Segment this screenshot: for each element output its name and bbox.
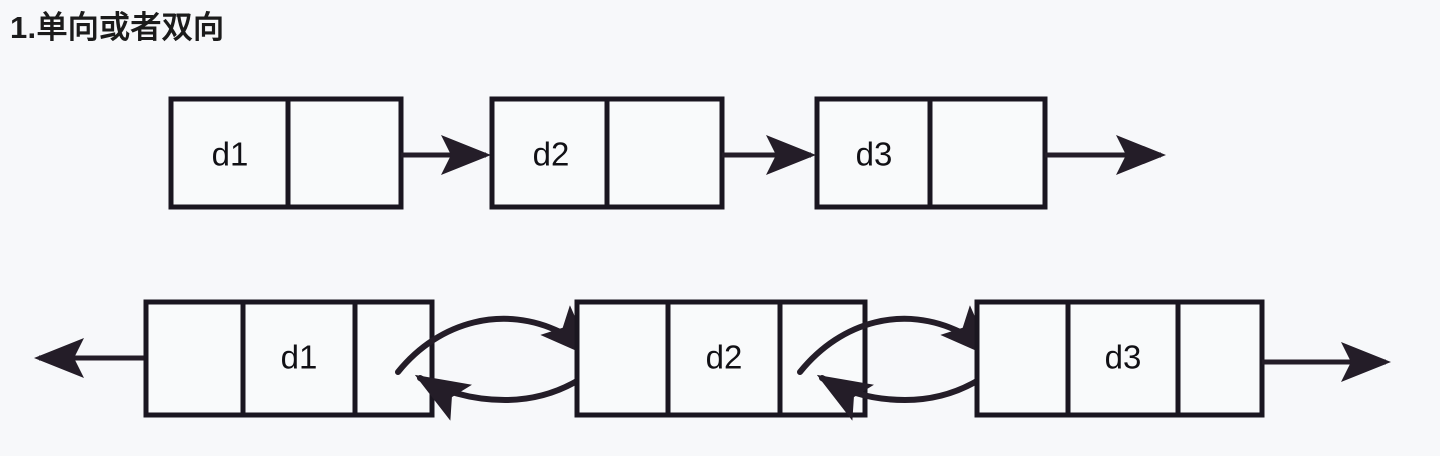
singly-node-3: d3 xyxy=(814,96,1048,210)
doubly-node-2: d2 xyxy=(574,299,868,418)
singly-node-2: d2 xyxy=(489,96,725,210)
singly-node-1: d1 xyxy=(168,96,404,210)
page-title: 1.单向或者双向 xyxy=(10,10,225,45)
doubly-node-2-box xyxy=(574,299,868,418)
doubly-node-3-box xyxy=(974,299,1265,418)
doubly-node-1: d1 xyxy=(143,299,435,418)
singly-node-2-data-label: d2 xyxy=(533,136,570,173)
doubly-node-3-data-label: d3 xyxy=(1105,339,1142,376)
doubly-node-1-data-label: d1 xyxy=(281,339,318,376)
singly-linked-list-group: d1 d2 d3 xyxy=(168,96,1166,210)
doubly-node-1-box xyxy=(143,299,435,418)
doubly-node-2-data-label: d2 xyxy=(706,339,743,376)
doubly-node-3: d3 xyxy=(974,299,1265,418)
singly-node-3-data-label: d3 xyxy=(856,136,893,173)
doubly-linked-list-group: d1 d2 xyxy=(34,299,1391,421)
singly-node-1-data-label: d1 xyxy=(212,136,249,173)
